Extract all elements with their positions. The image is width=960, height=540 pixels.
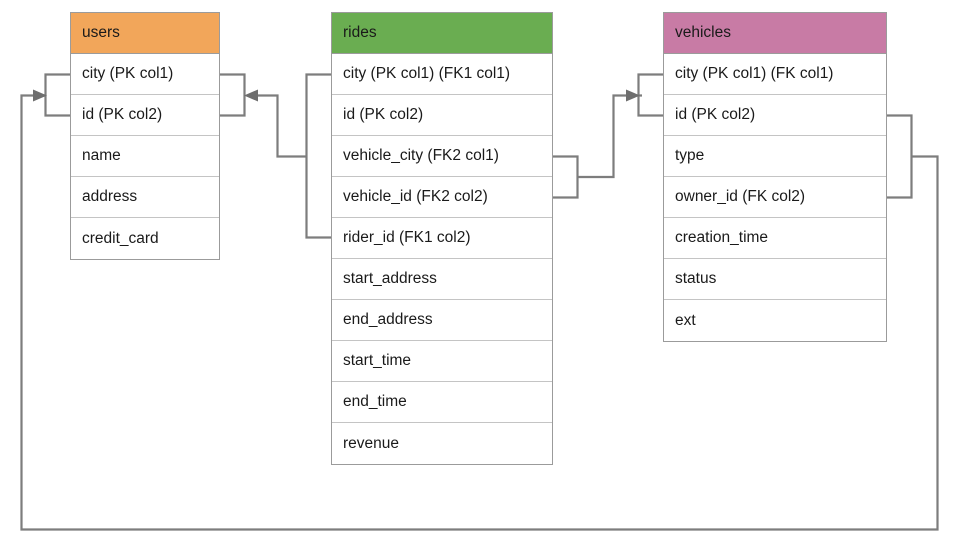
column-row[interactable]: creation_time <box>664 218 886 259</box>
column-label: start_address <box>343 270 437 287</box>
column-row[interactable]: city (PK col1) (FK col1) <box>664 54 886 95</box>
column-row[interactable]: city (PK col1) (FK1 col1) <box>332 54 552 95</box>
column-row[interactable]: id (PK col2) <box>332 95 552 136</box>
column-row[interactable]: id (PK col2) <box>71 95 219 136</box>
arrowhead-right <box>33 89 47 102</box>
column-label: id (PK col2) <box>675 106 756 123</box>
column-row[interactable]: ext <box>664 300 886 341</box>
column-label: end_address <box>343 311 433 328</box>
column-label: vehicle_city (FK2 col1) <box>343 147 499 164</box>
column-label: ext <box>675 311 696 329</box>
entity-table-rides[interactable]: rides city (PK col1) (FK1 col1) id (PK c… <box>331 12 553 465</box>
column-row[interactable]: city (PK col1) <box>71 54 219 95</box>
entity-table-vehicles[interactable]: vehicles city (PK col1) (FK col1) id (PK… <box>663 12 887 342</box>
column-label: city (PK col1) (FK col1) <box>675 65 834 82</box>
edge-rides-vehicle-to-vehicles <box>553 73 663 199</box>
column-row[interactable]: start_time <box>332 341 552 382</box>
column-label: status <box>675 270 717 287</box>
column-label: rider_id (FK1 col2) <box>343 229 471 246</box>
column-label: id (PK col2) <box>82 106 163 123</box>
arrowhead-right <box>626 89 640 102</box>
column-label: owner_id (FK col2) <box>675 188 806 205</box>
column-row[interactable]: address <box>71 177 219 218</box>
column-label: type <box>675 147 705 164</box>
column-row[interactable]: vehicle_city (FK2 col1) <box>332 136 552 177</box>
column-row[interactable]: end_address <box>332 300 552 341</box>
edge-vehicles-owner-to-users <box>20 73 939 531</box>
column-row[interactable]: credit_card <box>71 218 219 259</box>
column-label: city (PK col1) <box>82 65 174 82</box>
column-row[interactable]: end_time <box>332 382 552 423</box>
arrowhead-left <box>244 89 258 102</box>
table-title: users <box>82 24 120 41</box>
column-row[interactable]: status <box>664 259 886 300</box>
column-row[interactable]: id (PK col2) <box>664 95 886 136</box>
column-label: credit_card <box>82 229 159 247</box>
edge-rides-rider-to-users <box>220 73 331 239</box>
table-header-users: users <box>71 13 219 54</box>
column-row[interactable]: revenue <box>332 423 552 464</box>
column-label: start_time <box>343 352 412 369</box>
column-label: vehicle_id (FK2 col2) <box>343 188 488 205</box>
column-label: end_time <box>343 393 407 410</box>
column-label: revenue <box>343 434 400 452</box>
column-label: id (PK col2) <box>343 106 424 123</box>
table-header-rides: rides <box>332 13 552 54</box>
table-header-vehicles: vehicles <box>664 13 886 54</box>
column-row[interactable]: rider_id (FK1 col2) <box>332 218 552 259</box>
column-row[interactable]: owner_id (FK col2) <box>664 177 886 218</box>
table-title: rides <box>343 24 377 41</box>
table-title: vehicles <box>675 24 731 41</box>
column-label: name <box>82 147 121 164</box>
column-label: address <box>82 188 138 205</box>
column-row[interactable]: start_address <box>332 259 552 300</box>
entity-table-users[interactable]: users city (PK col1) id (PK col2) name a… <box>70 12 220 260</box>
column-row[interactable]: name <box>71 136 219 177</box>
column-label: creation_time <box>675 229 769 246</box>
column-row[interactable]: vehicle_id (FK2 col2) <box>332 177 552 218</box>
column-label: city (PK col1) (FK1 col1) <box>343 65 511 82</box>
column-row[interactable]: type <box>664 136 886 177</box>
